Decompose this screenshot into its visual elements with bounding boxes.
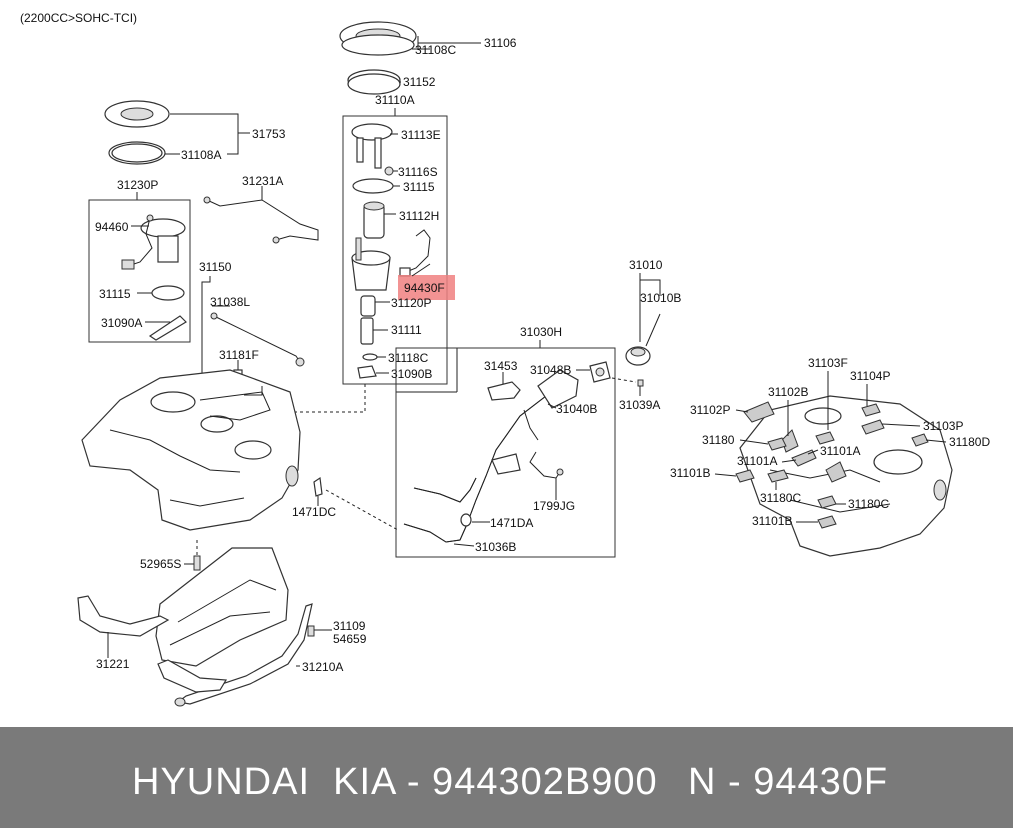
label-31102B: 31102B (768, 385, 808, 399)
fuel-tank-left-drawing (81, 369, 301, 531)
engine-note: (2200CC>SOHC-TCI) (20, 11, 137, 25)
sender-unit-group-box (88, 199, 191, 343)
label-31210A: 31210A (302, 660, 343, 674)
label-54659: 54659 (333, 632, 367, 646)
label-31039A: 31039A (619, 398, 660, 412)
label-31109: 31109 (333, 619, 366, 633)
jet-pump-31120P-drawing (360, 295, 376, 317)
label-31101A-right: 31101A (820, 444, 860, 458)
label-31453: 31453 (484, 359, 518, 373)
highlight-box-94430F (398, 275, 455, 300)
label-31108C: 31108C (415, 43, 456, 57)
label-31180D: 31180D (949, 435, 990, 449)
oem-part-number: HYUNDAI KIA - 944302B900 (132, 761, 658, 803)
fuel-filter-31112H-drawing (363, 201, 385, 239)
label-31030H: 31030H (520, 325, 562, 339)
label-31118C: 31118C (388, 351, 429, 365)
label-31116S: 31116S (398, 165, 438, 179)
label-31010: 31010 (629, 258, 663, 272)
label-31101B-upper: 31101B (670, 466, 710, 480)
label-31231A: 31231A (242, 174, 283, 188)
hose-31036B-drawing (403, 513, 472, 543)
bracket-31453-drawing (487, 381, 521, 401)
fuel-cap-31010-drawing (625, 313, 661, 366)
label-31115-module: 31115 (403, 180, 435, 194)
sender-94430F-drawing (399, 229, 431, 277)
label-31113E: 31113E (401, 128, 441, 142)
label-31038L: 31038L (210, 295, 250, 309)
label-94460: 94460 (95, 220, 129, 234)
pump-module-group-box (342, 115, 448, 385)
label-94430F: 94430F (404, 281, 445, 295)
label-31040B: 31040B (556, 402, 597, 416)
label-31090B-module: 31090B (391, 367, 432, 381)
label-31152: 31152 (403, 75, 436, 89)
label-31112H: 31112H (399, 209, 439, 223)
lock-ring-31152-drawing (347, 69, 401, 95)
label-31115-sender: 31115 (99, 287, 131, 301)
seal-31048B-drawing (589, 361, 611, 383)
label-31101A-left: 31101A (737, 454, 777, 468)
tank-pads-drawing (735, 401, 929, 529)
label-31180C-right: 31180C (848, 497, 889, 511)
label-31120P: 31120P (391, 296, 431, 310)
label-1471DA: 1471DA (490, 516, 533, 530)
pump-motor-31111-drawing (360, 317, 374, 345)
tank-strap-31210A-drawing (157, 603, 313, 707)
label-31230P: 31230P (117, 178, 158, 192)
label-31010B: 31010B (640, 291, 681, 305)
label-31753: 31753 (252, 127, 286, 141)
label-1471DC: 1471DC (292, 505, 336, 519)
label-31108A: 31108A (181, 148, 221, 162)
reservoir-cup-drawing (351, 237, 391, 291)
label-31221: 31221 (96, 657, 130, 671)
cover-plate-31106-drawing (339, 21, 417, 56)
label-31048B: 31048B (530, 363, 571, 377)
label-31103F: 31103F (808, 356, 848, 370)
heat-shield-31221-drawing (155, 547, 289, 667)
part-number-banner: HYUNDAI KIA - 944302B900 N - 94430F (0, 727, 1013, 828)
fuel-system-exploded-diagram: (2200CC>SOHC-TCI) 31108C 31106 31152 311… (20, 11, 990, 707)
label-31102P: 31102P (690, 403, 730, 417)
label-31104P: 31104P (850, 369, 890, 383)
label-31103P: 31103P (923, 419, 963, 433)
label-31181F: 31181F (219, 348, 259, 362)
label-1799JG: 1799JG (533, 499, 575, 513)
pump-flange-31113E-drawing (351, 123, 393, 169)
cover-plate-31753-drawing (104, 100, 170, 165)
label-31150: 31150 (199, 260, 232, 274)
label-31110A: 31110A (375, 93, 415, 107)
label-31106: 31106 (484, 36, 517, 50)
label-31036B: 31036B (475, 540, 516, 554)
label-31180: 31180 (702, 433, 735, 447)
label-31111: 31111 (391, 323, 422, 337)
sender-unit-31230P-drawing (121, 214, 186, 270)
label-31090A: 31090A (101, 316, 142, 330)
filler-neck-31030H-drawing (413, 369, 579, 517)
filler-neck-group-box (395, 347, 616, 558)
label-52965S: 52965S (140, 557, 181, 571)
label-31101B-lower: 31101B (752, 514, 792, 528)
diagram-reference-number: N - 94430F (688, 761, 889, 803)
label-31180C-lower: 31180C (760, 491, 801, 505)
